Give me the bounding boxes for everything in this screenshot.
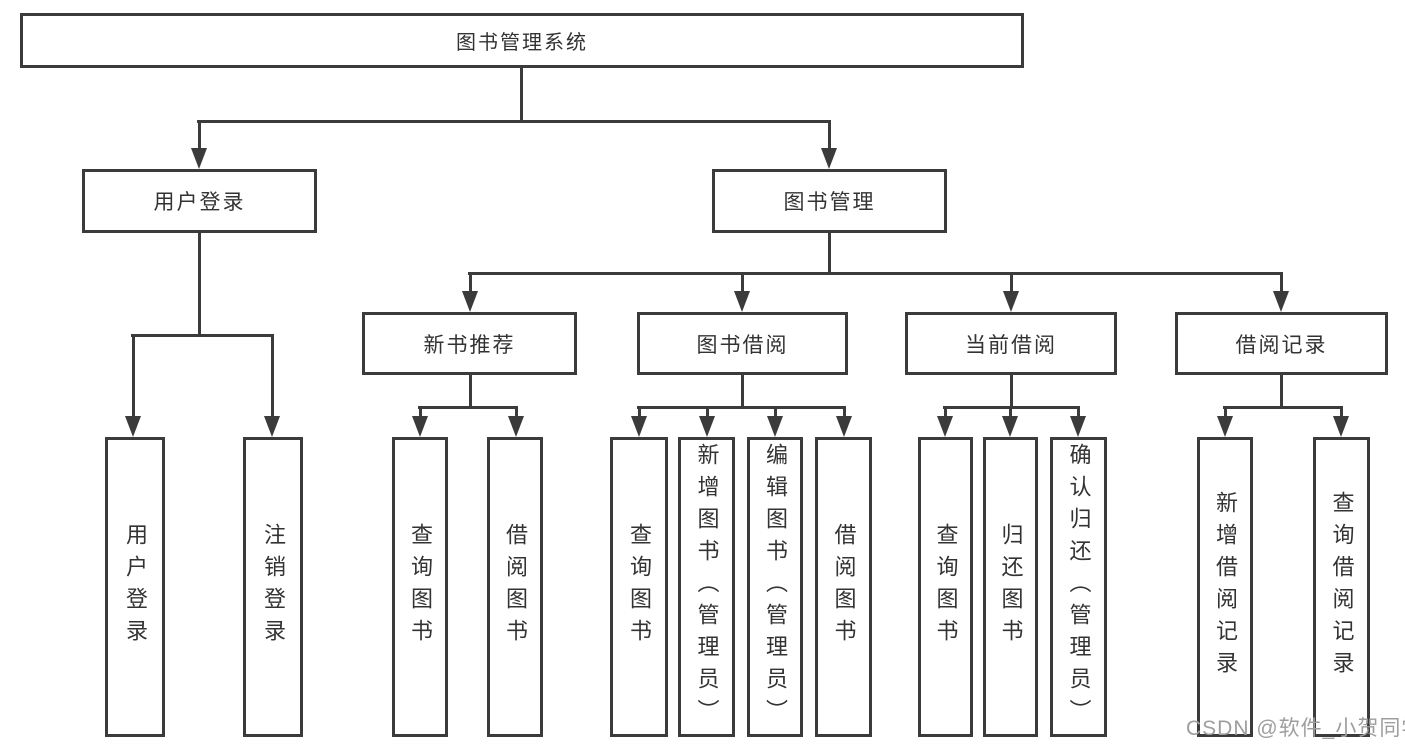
connector-vline <box>132 335 135 420</box>
node-new-book-rec: 新书推荐 <box>362 312 577 375</box>
connector-vline <box>520 68 523 121</box>
leaf-cb-query-books: 查询图书 <box>918 437 973 737</box>
arrowhead-down-icon <box>508 416 524 437</box>
connector-vline <box>1280 375 1283 407</box>
leaf-nbr-query-books: 查询图书 <box>392 437 448 737</box>
leaf-bb-query-books: 查询图书 <box>610 437 668 737</box>
node-root: 图书管理系统 <box>20 13 1024 68</box>
connector-vline <box>944 407 947 420</box>
connector-vline <box>469 375 472 407</box>
connector-vline <box>271 335 274 420</box>
connector-vline <box>828 233 831 273</box>
connector-vline <box>1009 407 1012 420</box>
node-current-borrow: 当前借阅 <box>905 312 1117 375</box>
node-user-login: 用户登录 <box>82 169 317 233</box>
arrowhead-down-icon <box>1003 291 1019 312</box>
connector-hline <box>1223 406 1343 409</box>
connector-hline <box>637 406 846 409</box>
arrowhead-down-icon <box>412 416 428 437</box>
arrowhead-down-icon <box>1002 416 1018 437</box>
arrowhead-down-icon <box>1217 416 1233 437</box>
leaf-br-query-borrow-record: 查询借阅记录 <box>1313 437 1370 737</box>
arrowhead-down-icon <box>462 291 478 312</box>
leaf-bb-add-books-admin: 新增图书（管理员） <box>678 437 735 737</box>
connector-vline <box>774 407 777 420</box>
connector-vline <box>1010 273 1013 296</box>
leaf-bb-edit-books-admin: 编辑图书（管理员） <box>747 437 803 737</box>
connector-vline <box>419 407 422 420</box>
connector-vline <box>1340 407 1343 420</box>
node-book-borrow: 图书借阅 <box>637 312 848 375</box>
connector-hline <box>418 406 518 409</box>
arrowhead-down-icon <box>1070 416 1086 437</box>
leaf-logout: 注销登录 <box>243 437 303 737</box>
arrowhead-down-icon <box>264 416 280 437</box>
connector-vline <box>1224 407 1227 420</box>
connector-vline <box>1077 407 1080 420</box>
arrowhead-down-icon <box>1273 291 1289 312</box>
leaf-bb-borrow-books: 借阅图书 <box>815 437 872 737</box>
leaf-br-add-borrow-record: 新增借阅记录 <box>1197 437 1253 737</box>
arrowhead-down-icon <box>937 416 953 437</box>
arrowhead-down-icon <box>836 416 852 437</box>
arrowhead-down-icon <box>821 148 837 169</box>
leaf-user-login: 用户登录 <box>105 437 165 737</box>
leaf-nbr-borrow-books: 借阅图书 <box>487 437 543 737</box>
connector-vline <box>1280 273 1283 296</box>
arrowhead-down-icon <box>767 416 783 437</box>
leaf-cb-confirm-return-admin: 确认归还（管理员） <box>1050 437 1107 737</box>
arrowhead-down-icon <box>1333 416 1349 437</box>
connector-vline <box>638 407 641 420</box>
connector-hline <box>131 334 274 337</box>
connector-vline <box>741 375 744 407</box>
arrowhead-down-icon <box>191 148 207 169</box>
csdn-watermark: CSDN @软件_小贺同学 <box>1186 717 1405 740</box>
connector-vline <box>741 273 744 296</box>
connector-vline <box>469 273 472 296</box>
arrowhead-down-icon <box>631 416 647 437</box>
connector-hline <box>468 272 1283 275</box>
arrowhead-down-icon <box>125 416 141 437</box>
connector-vline <box>706 407 709 420</box>
leaf-cb-return-books: 归还图书 <box>983 437 1038 737</box>
connector-hline <box>197 120 831 123</box>
node-book-mgmt: 图书管理 <box>712 169 947 233</box>
arrowhead-down-icon <box>734 291 750 312</box>
arrowhead-down-icon <box>699 416 715 437</box>
connector-vline <box>828 121 831 152</box>
connector-vline <box>515 407 518 420</box>
connector-vline <box>198 121 201 152</box>
node-borrow-record: 借阅记录 <box>1175 312 1388 375</box>
connector-vline <box>1010 375 1013 407</box>
connector-vline <box>198 233 201 335</box>
connector-vline <box>843 407 846 420</box>
